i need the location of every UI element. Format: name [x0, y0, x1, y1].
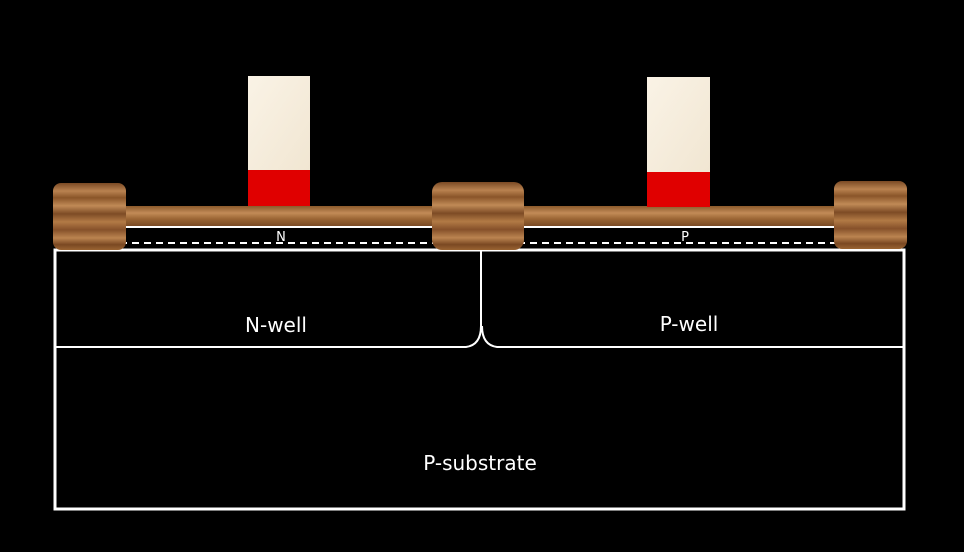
p-well-boundary: [481, 325, 903, 348]
nmos-gate: [248, 76, 310, 206]
p-implant-label: P: [681, 230, 689, 245]
n-well-label: N-well: [245, 313, 307, 337]
gate-cap-left: [248, 76, 310, 170]
gate-poly-left: [248, 170, 310, 206]
p-substrate-label: P-substrate: [423, 451, 537, 475]
field-oxide-left: [53, 183, 126, 250]
gate-oxide-right: [518, 206, 838, 226]
pmos-gate: [647, 77, 710, 207]
gate-poly-right: [647, 172, 710, 207]
p-well-label: P-well: [660, 312, 719, 336]
gate-oxide-left: [120, 206, 436, 226]
field-oxide-right: [834, 181, 907, 249]
n-implant-label: N: [276, 230, 286, 245]
gate-cap-right: [647, 77, 710, 172]
field-oxide-middle: [432, 182, 524, 250]
